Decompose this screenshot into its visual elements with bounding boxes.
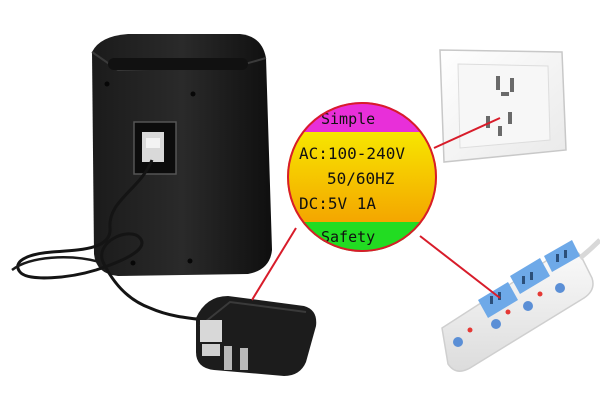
power-cable: [16, 159, 207, 322]
badge-dc-line: DC:5V 1A: [299, 194, 377, 213]
connector-to-socket: [433, 117, 501, 149]
spec-badge: Simple AC:100-240V 50/60HZ DC:5V 1A Safe…: [287, 102, 437, 252]
badge-top-band: [287, 102, 437, 132]
badge-bottom-band: [287, 222, 437, 252]
badge-ac-line: AC:100-240V: [299, 144, 405, 163]
badge-top-label: Simple: [321, 110, 376, 128]
power-adapter: [196, 296, 317, 376]
badge-freq-line: 50/60HZ: [327, 169, 395, 188]
badge-bottom-label: Safety: [321, 228, 376, 246]
badge-middle-band: [287, 132, 437, 222]
power-strip: [441, 238, 600, 372]
wall-socket: [439, 49, 567, 163]
doorbell-unit: [91, 34, 272, 276]
